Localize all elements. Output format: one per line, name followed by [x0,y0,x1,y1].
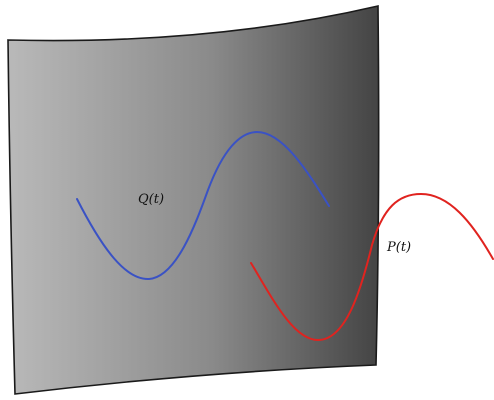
q-curve [76,130,330,281]
p-curve [250,192,494,342]
p-curve-label: P(t) [386,240,411,255]
q-curve-label: Q(t) [138,192,164,207]
curved-surface [7,4,380,395]
